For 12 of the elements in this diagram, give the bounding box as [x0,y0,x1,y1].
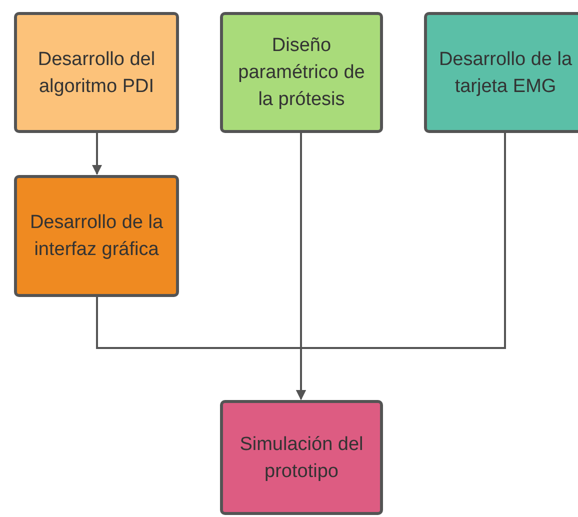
box-label: Desarrollo de la tarjeta EMG [438,48,574,98]
arrow [92,133,102,175]
box-label: Desarrollo de la interfaz gráfica [28,211,164,262]
box-label: Simulación del prototipo [238,432,364,484]
box-label: Desarrollo del algoritmo PDI [36,48,156,98]
process-box [14,12,179,133]
process-box [14,175,179,297]
process-box [220,400,383,515]
arrow [296,133,506,400]
process-box [220,12,383,133]
process-box [424,12,578,133]
box-label: Diseño paramétrico de la prótesis [237,34,366,112]
